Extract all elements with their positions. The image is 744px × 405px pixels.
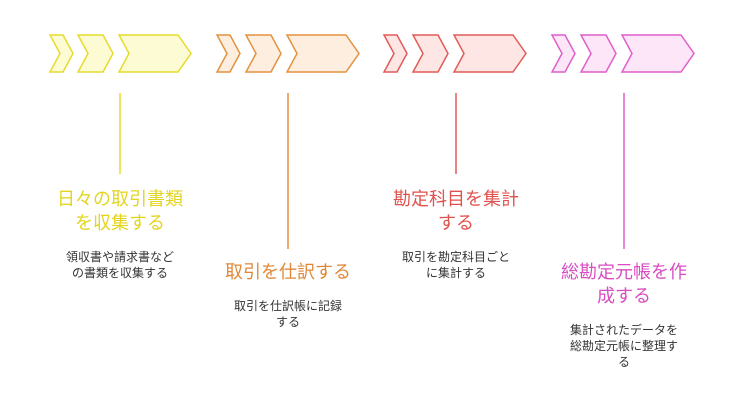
step-2-title: 取引を仕訳する — [225, 262, 351, 283]
step-2-chevron-small-2 — [244, 34, 282, 73]
step-2-description: 取引を仕訳帳に記録 する — [233, 299, 342, 329]
step-1-graphic — [48, 34, 192, 174]
step-4-title: 総勘定元帳を作 成する — [561, 262, 687, 307]
step-2-graphic — [215, 34, 360, 249]
step-2-chevron-large — [285, 34, 360, 73]
step-1-chevron-large — [117, 34, 192, 73]
step-4-chevron-small-2 — [579, 34, 617, 73]
step-4-graphic — [550, 34, 695, 249]
step-3-chevron-large — [452, 34, 527, 73]
step-4-description: 集計されたデータを 総勘定元帳に整理す る — [569, 323, 678, 369]
step-3-description: 取引を勘定科目ごと に集計する — [401, 250, 510, 280]
step-3-title: 勘定科目を集計 する — [393, 189, 519, 234]
step-3-chevron-small-1 — [382, 34, 408, 73]
step-1-description: 領収書や請求書など の書類を収集する — [65, 250, 174, 280]
step-3-graphic — [382, 34, 527, 174]
step-1-chevron-small-1 — [48, 34, 74, 73]
step-3-chevron-small-2 — [411, 34, 449, 73]
step-4-chevron-small-1 — [550, 34, 576, 73]
step-1-title: 日々の取引書類 を収集する — [57, 189, 183, 234]
step-4-chevron-large — [620, 34, 695, 73]
step-2-chevron-small-1 — [215, 34, 241, 73]
step-1-chevron-small-2 — [76, 34, 114, 73]
